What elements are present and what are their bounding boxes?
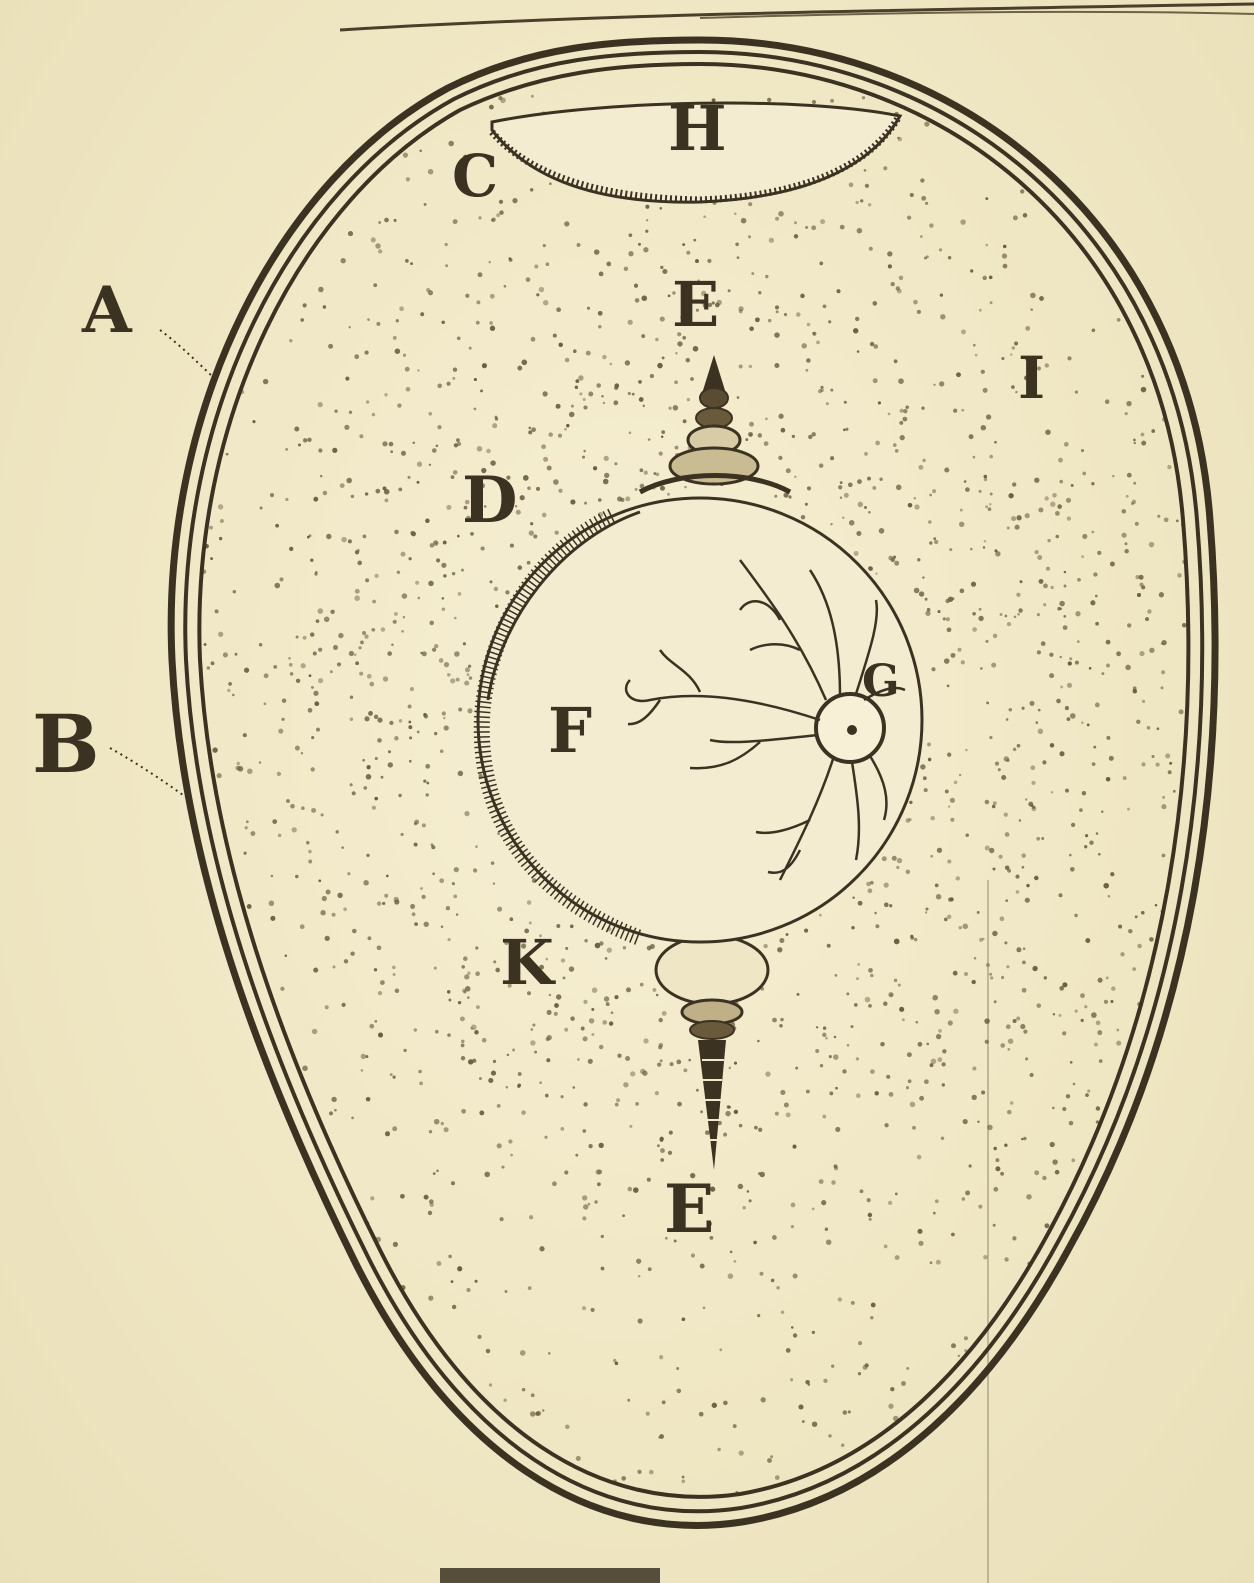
leader-line-a [160,330,212,376]
label-b: B [32,697,100,791]
chalaza-bottom [656,936,768,1170]
label-e-top: E [672,268,719,341]
label-a: A [81,273,133,348]
label-d: D [462,463,518,538]
label-h: H [668,92,727,165]
label-k: K [500,926,556,999]
label-g: G [862,656,900,707]
label-c: C [452,142,498,210]
label-f: F [548,694,592,767]
chalaza-top [640,355,790,492]
label-i: I [1018,344,1045,412]
cut-off-caption [440,1568,660,1583]
label-e-bottom: E [664,1170,714,1248]
leader-line-b [110,748,190,800]
plate-top-border [340,4,1254,30]
